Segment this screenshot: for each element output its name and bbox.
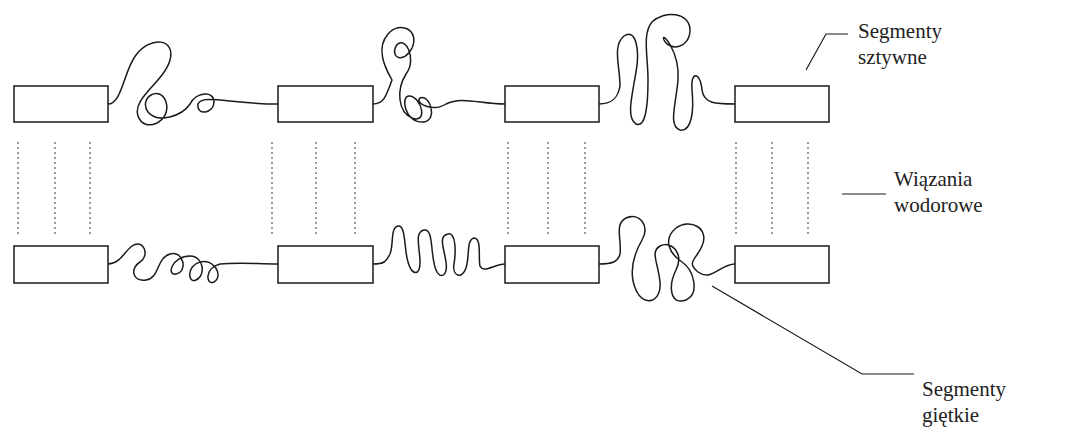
hydrogen-bond — [354, 142, 355, 236]
flexible-segment — [108, 244, 278, 283]
hydrogen-bond — [584, 142, 585, 236]
rigid-segment — [505, 86, 599, 122]
flexible-segment — [373, 27, 505, 122]
hydrogen-bond — [315, 142, 316, 236]
hydrogen-bond — [89, 142, 90, 236]
hydrogen-bonds — [18, 142, 808, 236]
hydrogen-bond — [735, 142, 736, 236]
part-label: Wiązania wodorowe — [894, 166, 1014, 218]
hydrogen-bond — [547, 142, 548, 236]
rigid-segment — [735, 86, 829, 122]
rigid-segment — [14, 86, 108, 122]
leader-line — [806, 34, 848, 70]
flexible-segment — [599, 14, 735, 130]
leader-lines — [712, 34, 914, 374]
hydrogen-bond — [271, 142, 272, 236]
rigid-segment — [735, 246, 829, 283]
flexible-segments-bottom — [108, 217, 735, 302]
part-label: Segmenty giętkie — [922, 376, 1032, 428]
hydrogen-bond — [807, 142, 808, 236]
rigid-segment — [278, 86, 373, 122]
rigid-segment — [278, 246, 373, 283]
flexible-segment — [108, 42, 278, 125]
rigid-segment — [505, 246, 599, 283]
hydrogen-bond — [771, 142, 772, 236]
hydrogen-bond — [17, 142, 18, 236]
hydrogen-bond — [507, 142, 508, 236]
rigid-segment — [14, 246, 108, 283]
flexible-segment — [599, 217, 735, 302]
leader-line — [712, 286, 914, 374]
part-label: Segmenty sztywne — [858, 18, 976, 70]
rigid-segments — [14, 86, 829, 283]
flexible-segment — [373, 226, 505, 276]
leader-line — [842, 193, 886, 194]
flexible-segments-top — [108, 14, 735, 130]
hydrogen-bond — [54, 142, 55, 236]
